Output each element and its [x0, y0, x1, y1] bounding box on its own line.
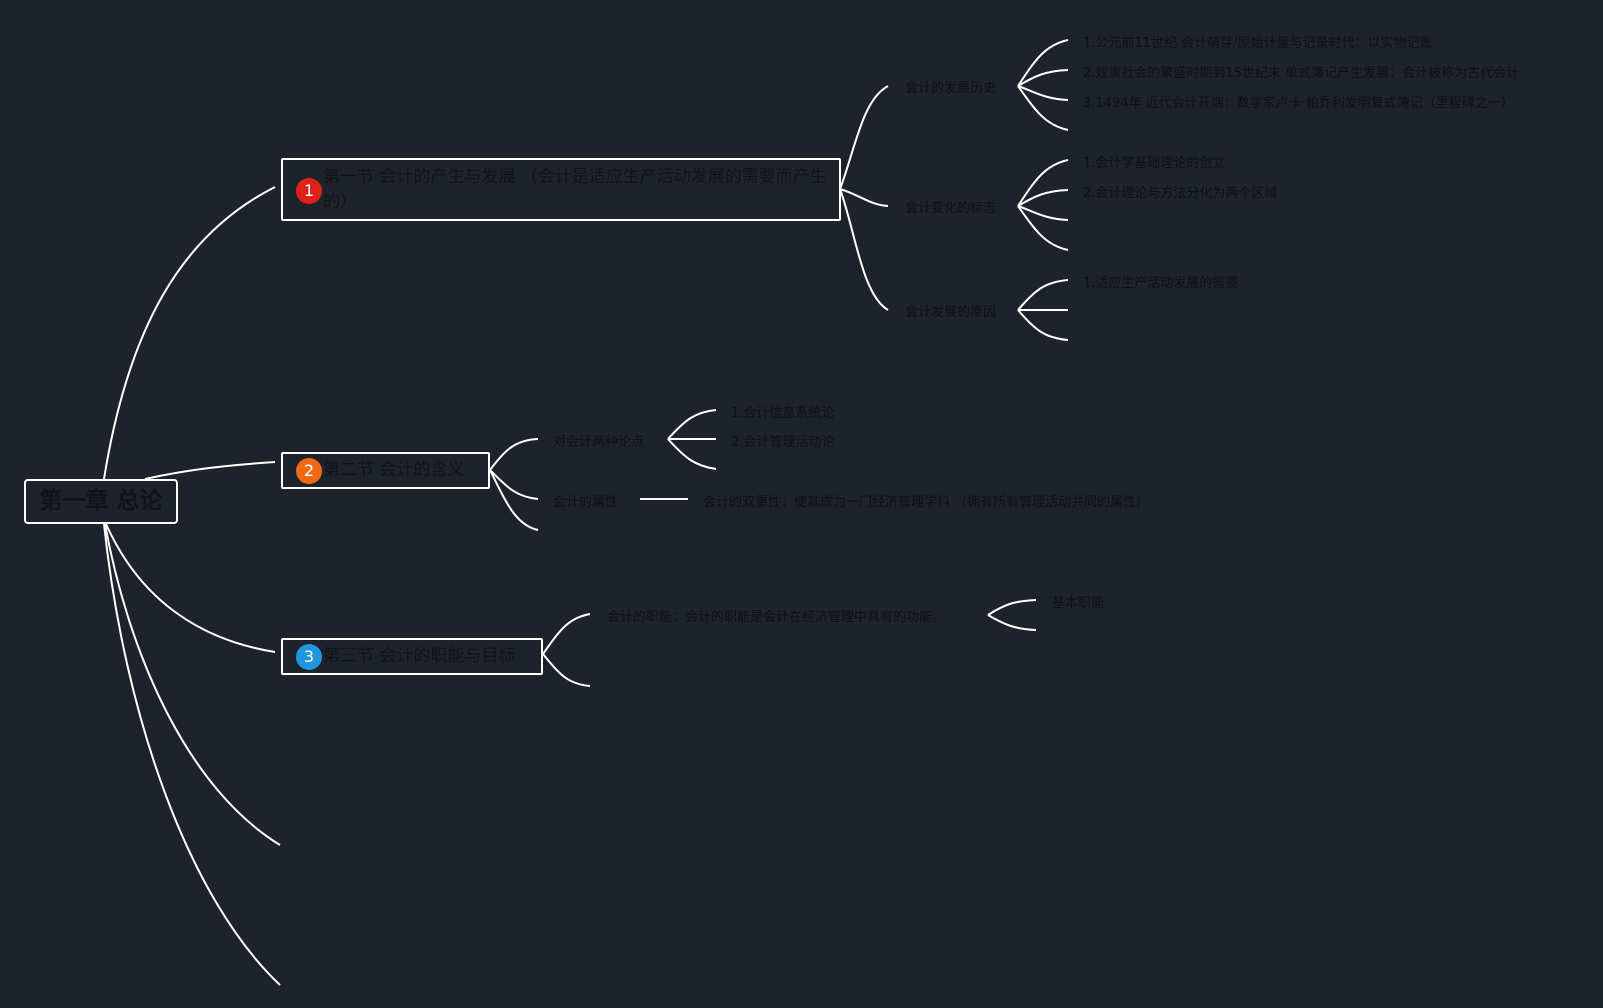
- section-2-title: 第二节 会计的含义: [323, 460, 465, 480]
- section-3-title: 第三节 会计的职能与目标: [323, 646, 516, 666]
- link-root-section3: [105, 523, 276, 653]
- link-root-empty-2: [103, 523, 281, 986]
- section-2-badge: 2: [296, 458, 322, 484]
- section-2-node[interactable]: 2 第二节 会计的含义: [281, 452, 490, 489]
- link-s1-history: [839, 85, 889, 190]
- link-signs-2: [1017, 189, 1069, 207]
- history-item-1[interactable]: 1.公元前11世纪 会计萌芽/原始计量与记录时代：以实物记账: [1083, 36, 1433, 51]
- basic-function[interactable]: 基本职能: [1052, 596, 1105, 611]
- link-s3-empty: [542, 653, 591, 687]
- reasons-item-1[interactable]: 1.适应生产活动发展的需要: [1083, 276, 1239, 291]
- section-1-badge: 1: [296, 178, 322, 204]
- topic-history[interactable]: 会计的发展历史: [905, 81, 997, 96]
- link-signs-3: [1017, 205, 1069, 221]
- link-history-1: [1017, 39, 1069, 87]
- topic-reasons[interactable]: 会计发展的原因: [905, 305, 997, 320]
- signs-item-1[interactable]: 1.会计学基础理论的创立: [1083, 156, 1226, 171]
- signs-item-2[interactable]: 2.会计理论与方法分化为两个区域: [1083, 186, 1278, 201]
- topic-attribute[interactable]: 会计的属性: [553, 495, 619, 510]
- link-reasons-3: [1017, 309, 1069, 341]
- link-views-1: [667, 409, 717, 440]
- link-signs-1: [1017, 159, 1069, 207]
- history-item-2[interactable]: 2.奴隶社会的繁盛时期到15世纪末 单式簿记产生发展：会计被称为古代会计: [1083, 66, 1520, 81]
- section-3-badge: 3: [296, 644, 322, 670]
- section-3-node[interactable]: 3 第三节 会计的职能与目标: [281, 638, 543, 675]
- views-item-1[interactable]: 1.会计信息系统论: [731, 406, 835, 421]
- link-s2-attribute: [489, 469, 539, 500]
- views-item-2[interactable]: 2.会计管理活动论: [731, 435, 835, 450]
- link-function-basic: [987, 599, 1037, 616]
- link-s3-function: [542, 613, 591, 655]
- root-node[interactable]: 第一章 总论: [24, 479, 178, 524]
- link-signs-4: [1017, 205, 1069, 251]
- link-s1-reasons: [839, 188, 889, 311]
- topic-function[interactable]: 会计的职能：会计的职能是会计在经济管理中具有的功能。: [607, 610, 946, 625]
- link-s2-views: [489, 438, 539, 471]
- link-history-2: [1017, 69, 1069, 87]
- link-history-4: [1017, 85, 1069, 131]
- link-root-empty-1: [104, 523, 281, 846]
- history-item-3[interactable]: 3.1494年 近代会计开端：数学家卢卡·帕乔利发明复式簿记（里程碑之一）: [1083, 96, 1514, 111]
- link-views-3: [667, 438, 717, 470]
- attribute-detail[interactable]: 会计的双重性：使其成为一门经济管理学科 （拥有所有管理活动共同的属性）: [703, 495, 1150, 510]
- link-function-empty: [987, 614, 1037, 631]
- topic-signs[interactable]: 会计变化的标志: [905, 201, 997, 216]
- link-s1-signs: [839, 188, 889, 207]
- link-root-section1: [103, 186, 276, 480]
- link-root-section2: [144, 461, 276, 480]
- section-1-title: 第一节 会计的产生与发展 （会计是适应生产活动发展的需要而产生的）: [323, 167, 827, 212]
- link-history-3: [1017, 85, 1069, 101]
- topic-views[interactable]: 对会计两种论点: [553, 435, 645, 450]
- link-reasons-1: [1017, 279, 1069, 311]
- link-s2-empty: [489, 469, 539, 531]
- section-1-node[interactable]: 1 第一节 会计的产生与发展 （会计是适应生产活动发展的需要而产生的）: [281, 158, 841, 221]
